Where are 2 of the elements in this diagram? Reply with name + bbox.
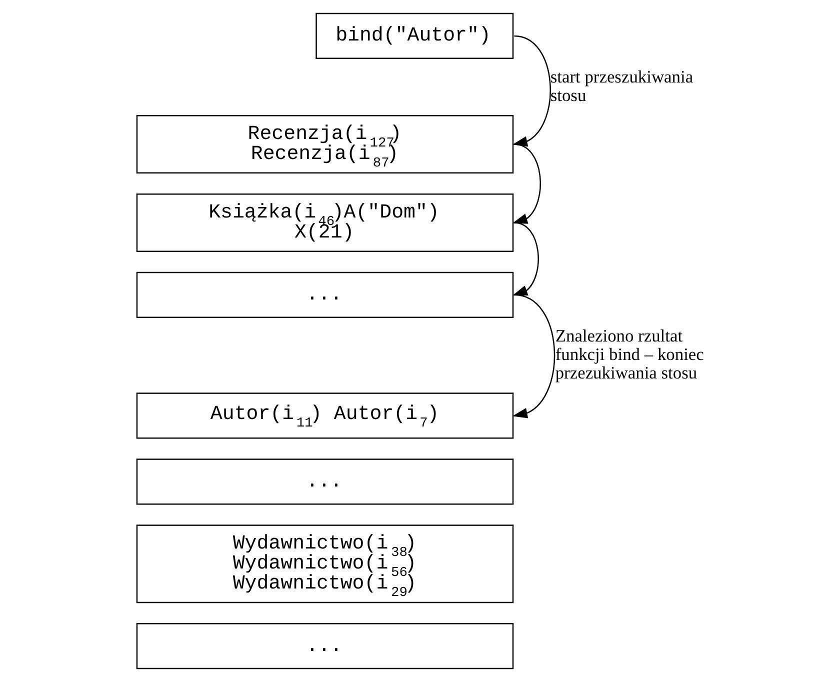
edge-label: Znaleziono rzultat funkcji bind – koniec przezukiwania stosu [554, 325, 704, 383]
edge-label: start przeszukiwania stosu [550, 66, 693, 105]
